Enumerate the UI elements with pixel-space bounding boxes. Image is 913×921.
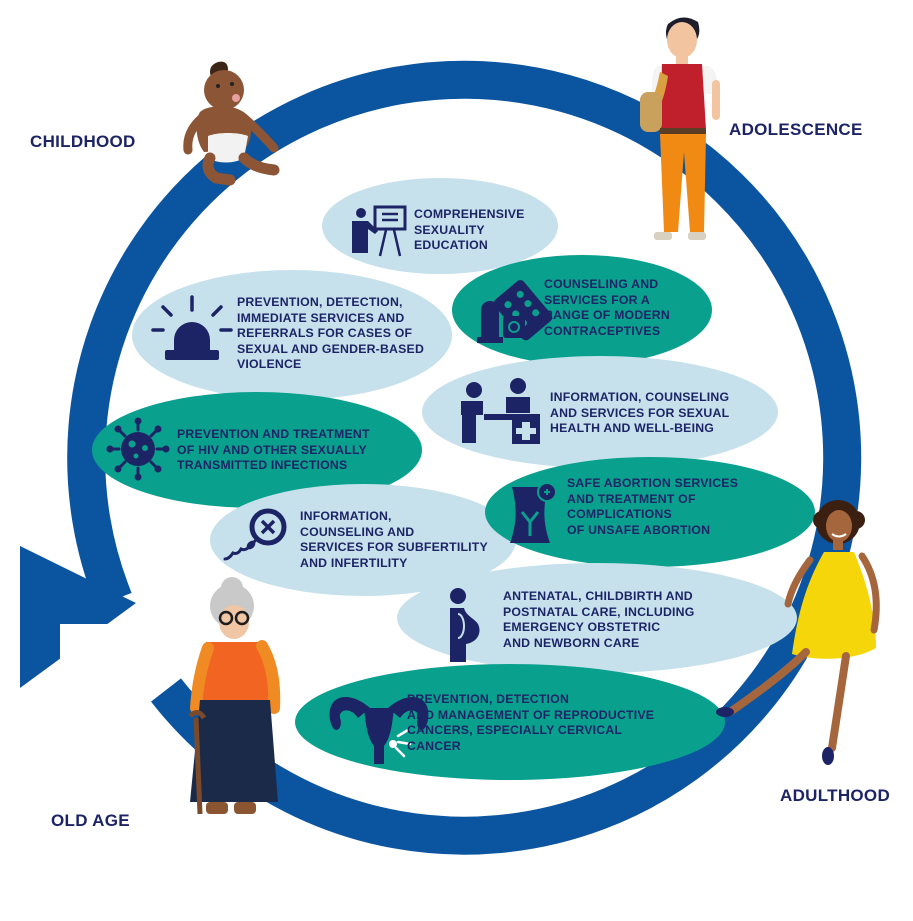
service-text-hiv-sti: PREVENTION AND TREATMENT OF HIV AND OTHE… — [177, 427, 370, 472]
service-text-safe-abortion: SAFE ABORTION SERVICES AND TREATMENT OF … — [567, 476, 739, 537]
alarm-siren-icon — [151, 295, 233, 360]
adolescent-illustration — [640, 17, 720, 240]
bubble-antenatal-care — [397, 563, 797, 673]
ring-gap-mask — [60, 624, 138, 664]
service-text-sexuality-education: COMPREHENSIVE SEXUALITY EDUCATION — [414, 207, 525, 252]
abdomen-medical-icon — [510, 482, 557, 543]
adult-woman-illustration — [716, 500, 880, 765]
service-text-subfertility: INFORMATION, COUNSELING AND SERVICES FOR… — [300, 509, 488, 570]
stage-label-adolescence: ADOLESCENCE — [729, 120, 863, 139]
counseling-desk-icon — [461, 378, 540, 444]
ring-arrowhead — [20, 546, 136, 688]
bubble-hiv-sti — [92, 392, 422, 508]
service-text-antenatal-care: ANTENATAL, CHILDBIRTH AND POSTNATAL CARE… — [503, 589, 695, 650]
life-cycle-ring — [67, 60, 862, 855]
contraceptives-icon — [477, 280, 553, 343]
bubble-reproductive-cancers — [295, 664, 725, 780]
stage-label-childhood: CHILDHOOD — [30, 132, 136, 151]
bubble-sgbv — [132, 270, 452, 400]
stage-label-adulthood: ADULTHOOD — [780, 786, 891, 805]
sperm-egg-icon — [223, 508, 287, 561]
service-text-sexual-health: INFORMATION, COUNSELING AND SERVICES FOR… — [550, 390, 730, 435]
baby-illustration — [183, 61, 280, 186]
virus-icon — [106, 417, 170, 481]
elderly-woman-illustration — [188, 577, 281, 815]
pregnant-woman-icon — [450, 588, 480, 662]
service-text-sgbv: PREVENTION, DETECTION, IMMEDIATE SERVICE… — [237, 295, 425, 371]
stage-label-old-age: OLD AGE — [51, 811, 130, 830]
bubble-safe-abortion — [485, 457, 815, 567]
service-text-reproductive-cancers: PREVENTION, DETECTION AND MANAGEMENT OF … — [407, 692, 655, 753]
uterus-icon — [329, 696, 429, 764]
service-text-contraceptives: COUNSELING AND SERVICES FOR A RANGE OF M… — [544, 277, 670, 338]
teacher-presentation-icon — [352, 205, 407, 257]
bubble-subfertility — [210, 484, 516, 596]
